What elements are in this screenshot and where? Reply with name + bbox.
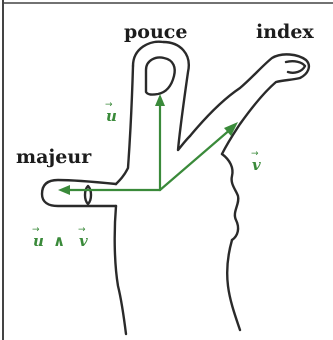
vector-v-arrow bbox=[160, 128, 232, 190]
label-middle: majeur bbox=[16, 146, 92, 168]
vector-cross-operator: ∧ bbox=[53, 232, 65, 250]
thumbnail bbox=[146, 58, 175, 95]
knuckle-crease bbox=[222, 154, 238, 240]
palm-line bbox=[227, 240, 240, 330]
vector-cross-label: → u ∧ → v bbox=[32, 225, 88, 250]
vector-u-arrowhead bbox=[155, 94, 165, 106]
middle-nail bbox=[85, 186, 91, 204]
vector-u-letter: u bbox=[106, 107, 117, 125]
hand-outline bbox=[42, 42, 309, 334]
vector-u-label: → u bbox=[105, 100, 117, 125]
wrist-left bbox=[115, 206, 126, 334]
label-thumb: pouce bbox=[124, 21, 187, 43]
label-index: index bbox=[256, 21, 314, 43]
vector-v-letter: v bbox=[252, 156, 261, 174]
index-nail bbox=[286, 61, 305, 73]
index-outline bbox=[190, 54, 309, 154]
vector-v-label: → v bbox=[251, 149, 261, 174]
vector-arrows bbox=[58, 94, 238, 195]
vector-cross-v-letter: v bbox=[79, 232, 88, 250]
vector-cross-u-letter: u bbox=[33, 232, 44, 250]
middle-finger-outline bbox=[42, 180, 116, 206]
hand-left-edge bbox=[116, 66, 133, 184]
vector-cross-arrowhead bbox=[58, 185, 70, 195]
